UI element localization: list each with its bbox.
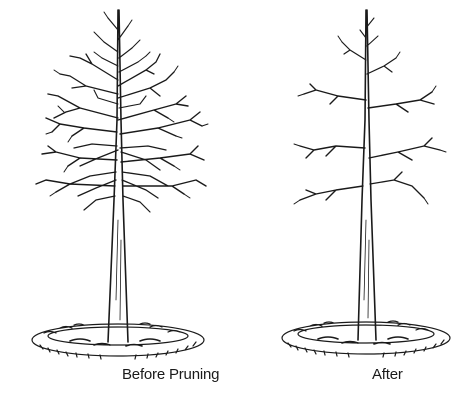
- trunk-before: [108, 10, 128, 342]
- caption-after: After: [372, 366, 403, 383]
- mulch-ring-before: [32, 323, 204, 359]
- mulch-ring-after: [282, 321, 450, 357]
- tree-before-pruning: [32, 10, 208, 359]
- trunk-after: [358, 10, 376, 340]
- caption-before-pruning: Before Pruning: [122, 366, 219, 383]
- tree-after-pruning: [282, 10, 450, 357]
